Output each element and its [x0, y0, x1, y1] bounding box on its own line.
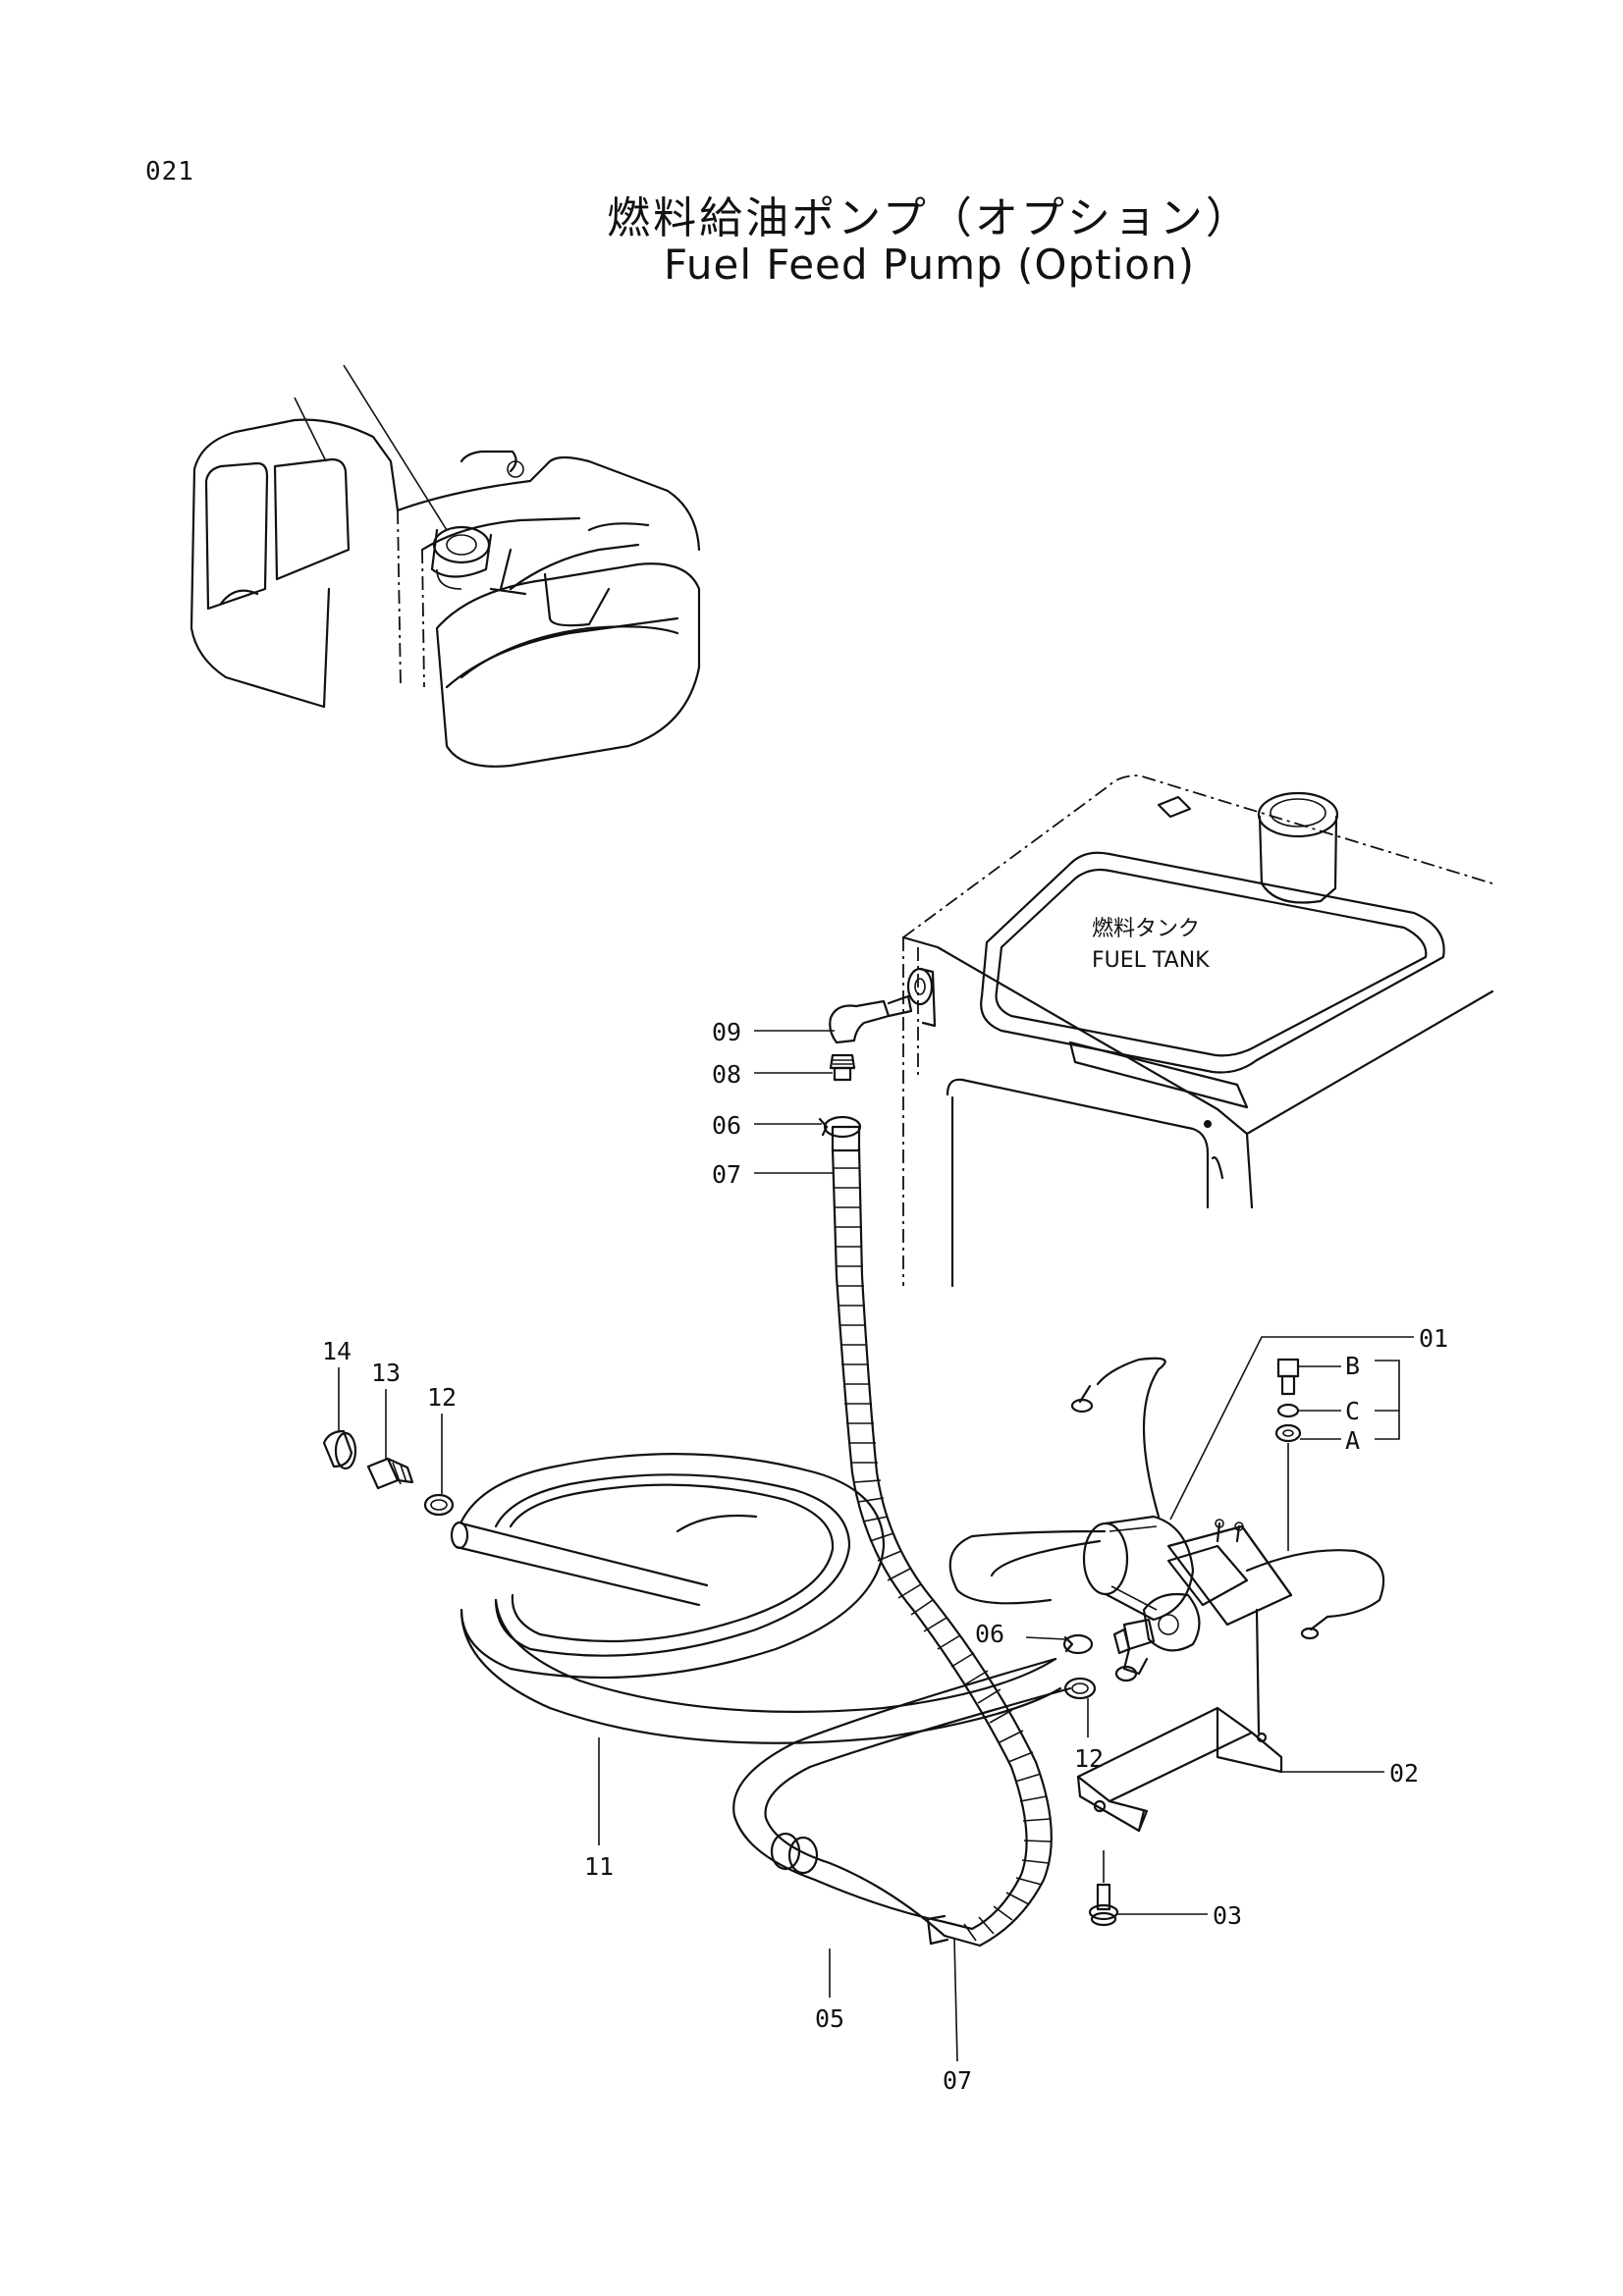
callout-06-top: 06	[712, 1111, 741, 1140]
callout-09: 09	[712, 1018, 741, 1046]
callout-12-pump: 12	[1074, 1744, 1104, 1773]
callout-08: 08	[712, 1060, 741, 1089]
loose-fittings	[322, 1429, 455, 1517]
fuel-tank: 燃料タンク FUEL TANK	[901, 774, 1494, 1288]
callout-07-bottom: 07	[943, 2066, 972, 2095]
pump-hose-clamps	[1062, 1633, 1097, 1700]
callout-06-pump: 06	[975, 1620, 1004, 1648]
title-english: Fuel Feed Pump (Option)	[664, 240, 1195, 289]
coiled-hose-11	[450, 1453, 1062, 1744]
callout-13: 13	[371, 1359, 401, 1387]
excavator-overview	[189, 364, 701, 768]
tank-label-english: FUEL TANK	[1092, 948, 1210, 973]
title-japanese: 燃料給油ポンプ（オプション）	[607, 193, 1252, 243]
callout-03: 03	[1213, 1901, 1242, 1930]
callout-12-left: 12	[427, 1383, 457, 1412]
callout-A: A	[1345, 1426, 1360, 1455]
callout-14: 14	[322, 1337, 352, 1365]
bracket-02	[1076, 1608, 1283, 1927]
page-number: 021	[145, 157, 194, 187]
callouts: 09 08 06 07 01 B C A 02 03 06 12 05 07 1…	[322, 1018, 1448, 2095]
tank-label-japanese: 燃料タンク	[1092, 917, 1200, 941]
corrugated-hose	[831, 1125, 1053, 1948]
hose-fittings-top	[818, 994, 913, 1139]
leader-lines	[338, 1030, 1414, 2062]
callout-B: B	[1345, 1352, 1360, 1380]
callout-02: 02	[1389, 1759, 1419, 1788]
callout-07-top: 07	[712, 1160, 741, 1189]
pump-assembly	[948, 1357, 1385, 1682]
callout-11: 11	[584, 1852, 614, 1881]
callout-05: 05	[815, 2004, 844, 2033]
callout-01: 01	[1419, 1324, 1448, 1353]
callout-C: C	[1345, 1397, 1360, 1425]
